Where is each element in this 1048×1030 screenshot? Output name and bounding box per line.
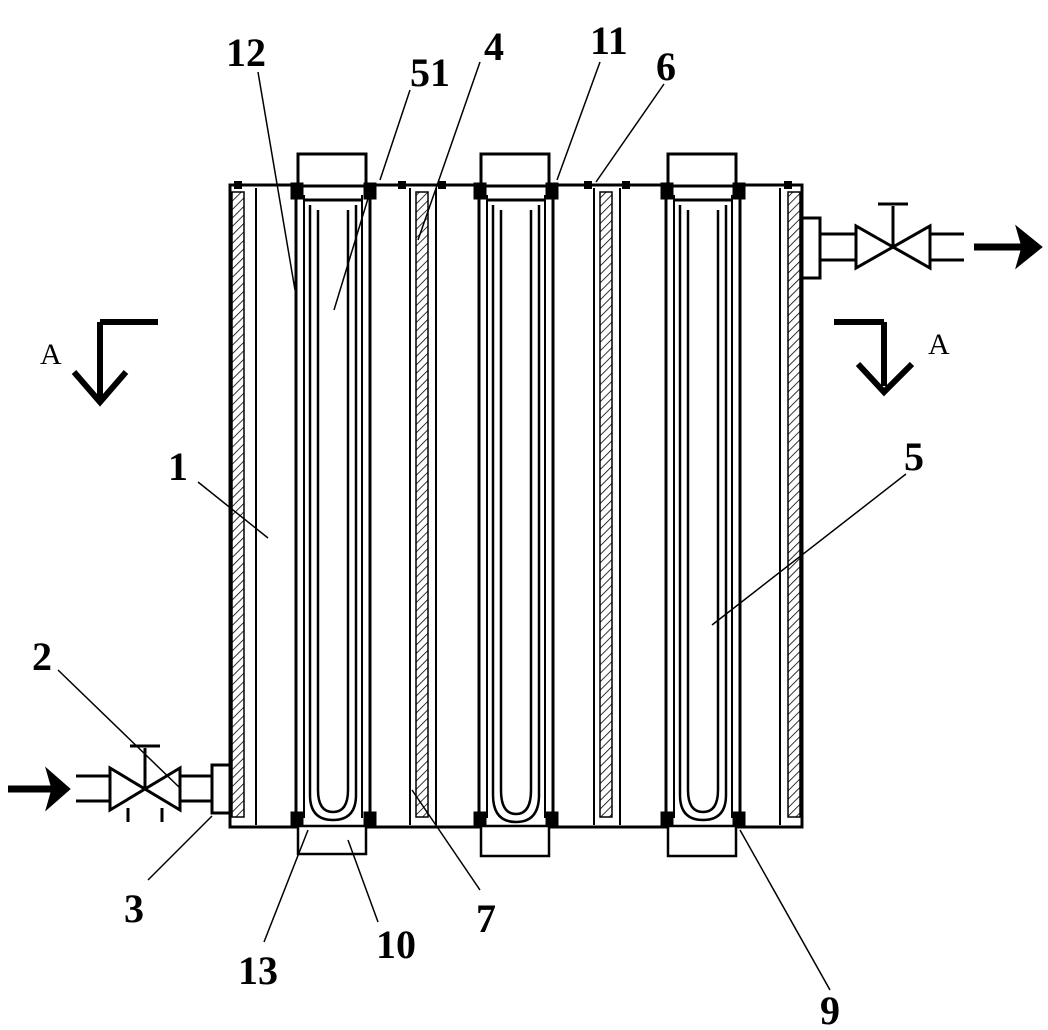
section-marker-left xyxy=(71,319,158,407)
tube-assembly-2 xyxy=(473,152,559,858)
outlet-valve xyxy=(854,202,932,271)
label-2: 2 xyxy=(32,634,52,679)
outlet-pipe xyxy=(800,216,964,280)
label-6: 6 xyxy=(656,44,676,89)
inlet-valve xyxy=(108,744,182,822)
inlet-arrow xyxy=(8,766,71,812)
label-12: 12 xyxy=(226,30,266,75)
label-section-a-left: A xyxy=(40,338,62,371)
seal-blocks xyxy=(234,181,792,189)
label-13: 13 xyxy=(238,948,278,993)
shell-wall-left xyxy=(231,191,245,818)
shell-wall-right xyxy=(787,191,801,818)
partition-wall-2 xyxy=(599,191,613,818)
label-51: 51 xyxy=(410,50,450,95)
shell-outline xyxy=(228,183,804,829)
tube-assembly-1 xyxy=(290,152,377,856)
outlet-arrow xyxy=(974,224,1043,270)
label-7: 7 xyxy=(476,896,496,941)
label-4: 4 xyxy=(484,24,504,69)
tube-assembly-3 xyxy=(660,152,746,858)
leader-lines xyxy=(57,61,907,991)
label-5: 5 xyxy=(904,434,924,479)
inner-lines xyxy=(255,188,781,825)
label-3: 3 xyxy=(124,886,144,931)
inlet-pipe xyxy=(76,763,232,815)
label-11: 11 xyxy=(590,18,628,63)
label-10: 10 xyxy=(376,922,416,967)
label-9: 9 xyxy=(820,988,840,1030)
section-marker-right xyxy=(834,319,915,397)
partition-wall-1 xyxy=(415,191,429,818)
label-section-a-right: A xyxy=(928,328,950,361)
label-1: 1 xyxy=(168,444,188,489)
